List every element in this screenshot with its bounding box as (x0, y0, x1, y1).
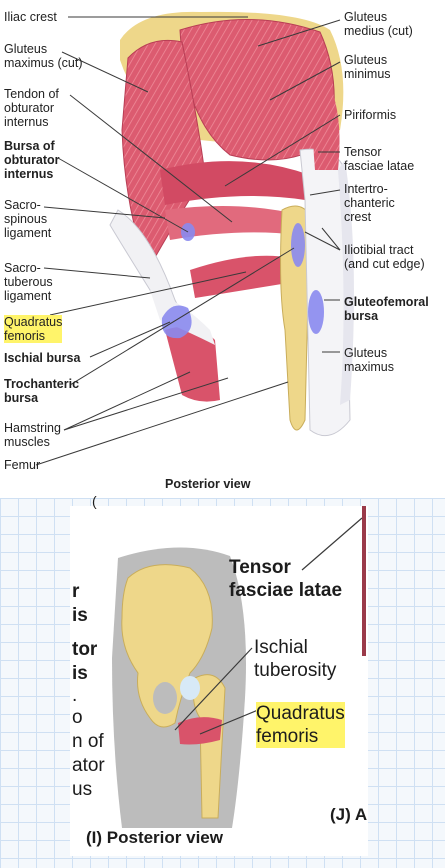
ischial-bursa-shape (161, 305, 192, 339)
label-gluteus-minimus: Gluteus minimus (344, 53, 391, 81)
caption-i-posterior-view: (I) Posterior view (86, 828, 223, 847)
pelvis-bone-bottom (121, 564, 213, 728)
label-ischial-bursa: Ischial bursa (4, 351, 81, 365)
hip-joint-cartilage (180, 676, 200, 700)
gluteus-maximus-right (338, 160, 354, 405)
label-iliac-crest: Iliac crest (4, 10, 57, 24)
label-gluteus-maximus: Gluteus maximus (344, 346, 395, 374)
pelvis-grid-figure: ( r is tor is . o n of ator us Tensor fa… (0, 493, 445, 868)
label-femur: Femur (4, 458, 41, 472)
bottom-leader-lines (174, 517, 363, 735)
fragment-tor: tor (72, 639, 98, 660)
quadratus-femoris-muscle (178, 717, 222, 745)
obturator-foramen (153, 682, 177, 714)
label-hamstring: Hamstring muscles (4, 421, 61, 449)
label-gluteus-maximus-cut: Gluteus maximus (cut) (4, 42, 83, 70)
trochanteric-bursa-shape (291, 223, 305, 267)
fragment-is-2: is (72, 663, 88, 684)
label-tensor-fasciae-latae-bottom: Tensor fasciae latae (229, 557, 343, 601)
label-quadratus-femoris-bottom: Quadratus femoris (256, 702, 345, 748)
right-edge-strip (362, 506, 366, 656)
posterior-hip-figure: Iliac crest Gluteus maximus (cut) Tendon… (4, 10, 429, 491)
label-sacrospinous: Sacro- spinous ligament (4, 198, 52, 240)
caption-posterior-view: Posterior view (165, 477, 251, 491)
label-gluteus-medius: Gluteus medius (cut) (344, 10, 413, 38)
fragment-dot: . (72, 685, 78, 706)
piriformis-shape (160, 161, 310, 205)
quadratus-shape (190, 255, 294, 298)
label-sacrotuberous: Sacro- tuberous ligament (4, 261, 53, 303)
label-piriformis: Piriformis (344, 108, 397, 122)
label-iliotibial: Iliotibial tract (and cut edge) (344, 243, 425, 271)
gemelli-shape (165, 206, 300, 240)
hip-illustration (35, 11, 354, 466)
label-quadratus-femoris: Quadratus femoris (4, 315, 63, 343)
label-tendon-obturator: Tendon of obturator internus (4, 87, 59, 129)
label-gluteofemoral: Gluteofemoral bursa (344, 295, 429, 323)
label-tensor-fasciae-latae: Tensor fasciae latae (344, 145, 415, 173)
tfl-shape (313, 70, 340, 170)
label-intertrochanteric: Intertro- chanteric crest (344, 182, 395, 224)
label-ischial-tuberosity: Ischial tuberosity (254, 637, 337, 681)
fragment-paren: ( (92, 493, 97, 509)
fragment-is-1: is (72, 605, 88, 626)
gluteofemoral-bursa-shape (308, 290, 324, 334)
label-bursa-obturator: Bursa of obturator internus (4, 139, 60, 181)
caption-j: (J) A (330, 805, 368, 824)
fragment-n-of: n of (72, 731, 104, 752)
label-trochanteric-bursa: Trochanteric bursa (4, 377, 80, 405)
fragment-o: o (72, 707, 83, 728)
femur-shape (280, 205, 311, 431)
leader-lines (35, 16, 341, 466)
pelvis-illustration (112, 506, 366, 828)
hamstring-shape (165, 326, 220, 402)
fragment-r: r (72, 581, 80, 602)
fragment-ator: ator (72, 755, 105, 776)
fragment-us: us (72, 779, 93, 800)
